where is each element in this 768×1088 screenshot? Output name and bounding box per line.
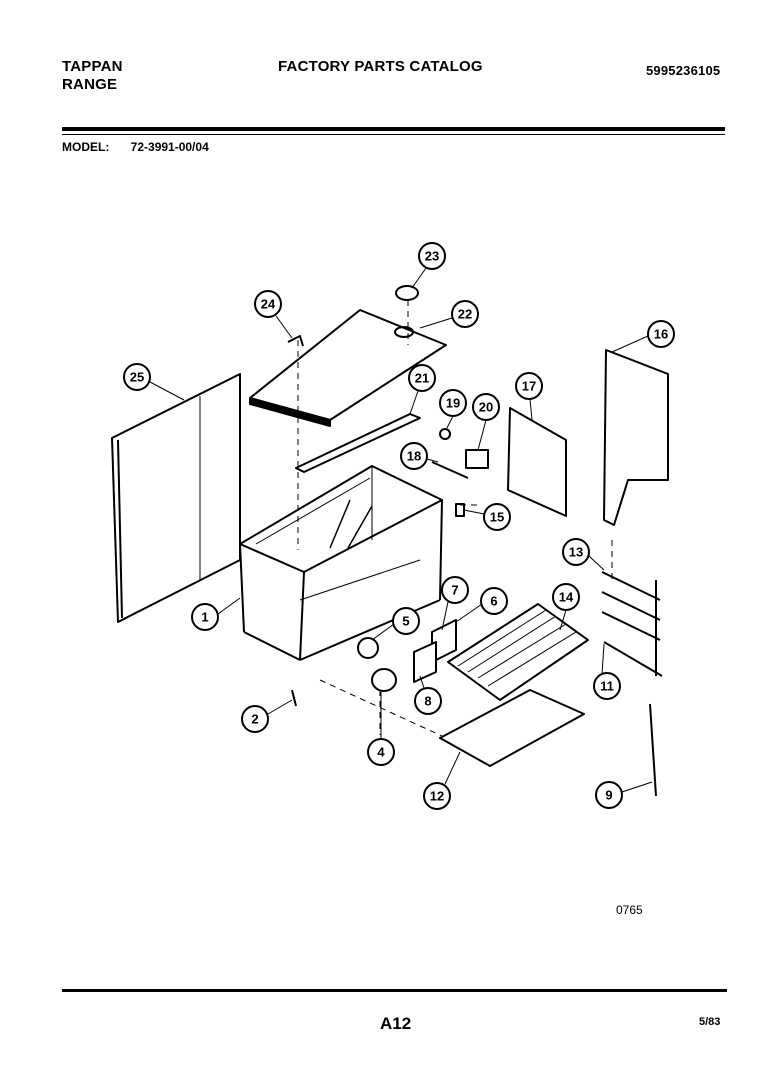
header-rule-thick: [62, 127, 725, 131]
bracket-part-lower: [413, 641, 437, 683]
callout-numbers: 1 2 4 5 6 7 8 9 11 12 13 14 15 16 17 18 …: [130, 249, 668, 804]
rear-panel-part: [603, 349, 669, 526]
callout-11: 11: [600, 679, 614, 694]
callout-6: 6: [490, 594, 497, 609]
callout-12: 12: [430, 789, 444, 804]
broiler-pan-part: [439, 689, 585, 767]
trim-strip-part: [295, 413, 421, 473]
callout-15: 15: [490, 510, 504, 525]
catalog-part-number: 5995236105: [646, 63, 721, 78]
callout-8: 8: [424, 694, 431, 709]
callout-4: 4: [377, 745, 385, 760]
rod-part: [649, 703, 657, 797]
callout-22: 22: [458, 307, 472, 322]
callout-25: 25: [130, 370, 144, 385]
page-code: A12: [380, 1014, 412, 1033]
callout-14: 14: [559, 590, 574, 605]
brand-block: TAPPAN RANGE: [62, 58, 123, 94]
broiler-grate-part: [447, 603, 589, 701]
model-number: 72-3991-00/04: [130, 140, 209, 154]
callout-1: 1: [201, 610, 208, 625]
callout-17: 17: [522, 379, 536, 394]
callout-23: 23: [425, 249, 439, 264]
callout-2: 2: [251, 712, 258, 727]
side-panel-part: [111, 373, 241, 623]
leader-lines: [149, 267, 653, 793]
callout-18: 18: [407, 449, 421, 464]
knob-part: [395, 285, 419, 301]
catalog-title: FACTORY PARTS CATALOG: [278, 58, 483, 75]
callout-7: 7: [451, 583, 458, 598]
callout-16: 16: [654, 327, 668, 342]
back-bracket-part: [507, 407, 567, 517]
footer-rule: [62, 989, 727, 992]
model-label: MODEL:: [62, 140, 110, 154]
model-line: MODEL: 72-3991-00/04: [62, 140, 227, 154]
small-spring-part: [439, 428, 451, 440]
top-panel-part: [249, 309, 447, 427]
clip-part: [287, 335, 304, 347]
element-part-lower: [371, 668, 397, 692]
brand-name: TAPPAN: [62, 58, 123, 75]
switch-part: [465, 449, 489, 469]
callout-20: 20: [479, 400, 493, 415]
rack-frame-part: [601, 571, 663, 677]
drawing-code: 0765: [616, 903, 643, 917]
element-part: [357, 637, 379, 659]
callout-19: 19: [446, 396, 460, 411]
callout-13: 13: [569, 545, 583, 560]
main-body-frame: [239, 465, 443, 661]
callout-21: 21: [415, 371, 429, 386]
callout-5: 5: [402, 614, 409, 629]
header-rule-thin: [62, 134, 725, 135]
callout-9: 9: [605, 788, 612, 803]
retainer-clip-part: [455, 503, 465, 517]
screw-part: [291, 689, 297, 707]
product-type: RANGE: [62, 76, 118, 93]
wire-part: [431, 461, 469, 479]
page-date: 5/83: [699, 1016, 721, 1028]
callout-24: 24: [261, 297, 276, 312]
